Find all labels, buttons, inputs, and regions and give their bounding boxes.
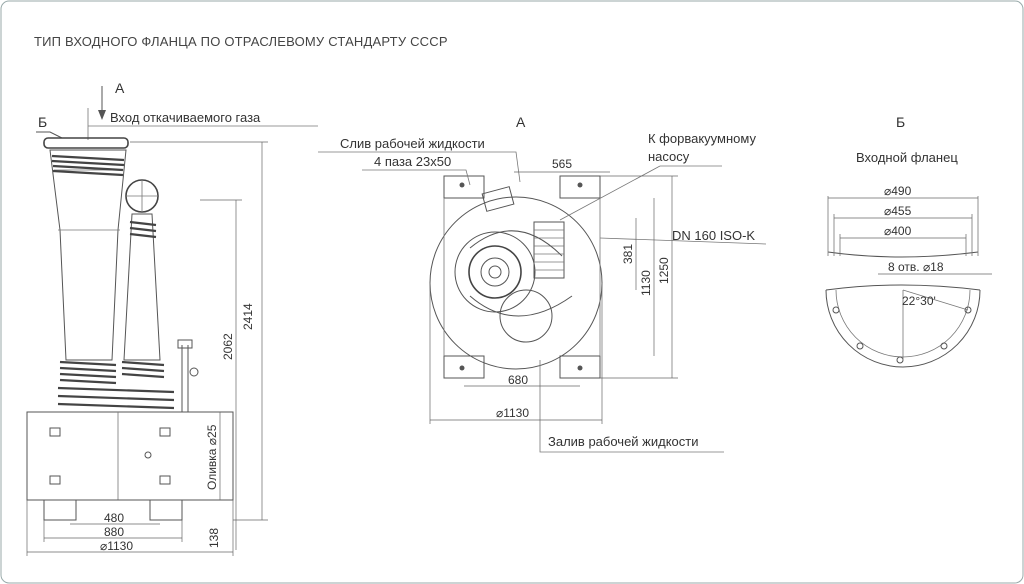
inlet-label: Вход откачиваемого газа (110, 110, 261, 125)
forevac-port-circle (499, 289, 553, 343)
foot-right (149, 499, 183, 521)
top-view-label: А (516, 114, 526, 130)
dim-1130-side: ⌀1130 (100, 539, 133, 553)
view-a-label: А (115, 80, 125, 96)
foot-left (43, 499, 77, 521)
flange-view: Б Входной фланец ⌀490 ⌀455 ⌀400 8 отв. ⌀… (825, 114, 992, 368)
dim-381: 381 (621, 244, 635, 264)
bolt-holes (832, 306, 972, 364)
inlet-flange (43, 137, 129, 149)
dim-1130-vertical: 1130 (639, 270, 653, 296)
side-dim-lines (26, 141, 268, 556)
cooling-coil-lower (57, 360, 175, 410)
cooler-block (533, 221, 565, 279)
view-b-leader (36, 131, 63, 139)
top-dim-lines (429, 171, 678, 424)
dim-490: ⌀490 (884, 184, 912, 198)
booster-body (123, 213, 161, 361)
view-a-arrowhead (98, 110, 106, 120)
base-housing (26, 411, 234, 501)
cooling-coil-upper (51, 154, 125, 177)
drain-liquid-label: Слив рабочей жидкости (340, 136, 485, 151)
view-b-marker: Б (38, 114, 47, 130)
forevac-label-line1: К форвакуумному (648, 131, 756, 146)
dim-480: 480 (104, 511, 124, 525)
holes-label: 8 отв. ⌀18 (888, 260, 944, 274)
angle-label: 22°30' (902, 294, 936, 308)
page-title: ТИП ВХОДНОГО ФЛАНЦА ПО ОТРАСЛЕВОМУ СТАНД… (34, 34, 448, 49)
dim-138: 138 (207, 528, 221, 548)
main-pump-body (49, 149, 127, 361)
drain-fitting-label: Оливка ⌀25 (205, 424, 219, 490)
dim-565: 565 (552, 157, 572, 171)
dim-880: 880 (104, 525, 124, 539)
flange-caption: Входной фланец (856, 150, 958, 165)
side-view: А Б Вход откачиваемого газа (26, 80, 318, 556)
pump-outline-circle (429, 196, 603, 370)
dim-680: 680 (508, 373, 528, 387)
forevac-label-line2: насосу (648, 149, 690, 164)
top-view-leaders (318, 151, 767, 453)
flange-standard-label: DN 160 ISO-K (672, 228, 755, 243)
flange-view-label: Б (896, 114, 905, 130)
slots-label: 4 паза 23х50 (374, 154, 451, 169)
top-view: А (318, 114, 767, 453)
dim-2414: 2414 (241, 303, 255, 330)
dim-400: ⌀400 (884, 224, 912, 238)
dim-2062: 2062 (221, 333, 235, 360)
dim-455: ⌀455 (884, 204, 912, 218)
booster-coil (129, 220, 157, 239)
dim-1250: 1250 (657, 257, 671, 284)
flange-dim-lines (828, 197, 992, 275)
dim-1130-top: ⌀1130 (496, 406, 529, 420)
fill-liquid-label: Залив рабочей жидкости (548, 434, 699, 449)
flange-half-outer (825, 289, 981, 368)
